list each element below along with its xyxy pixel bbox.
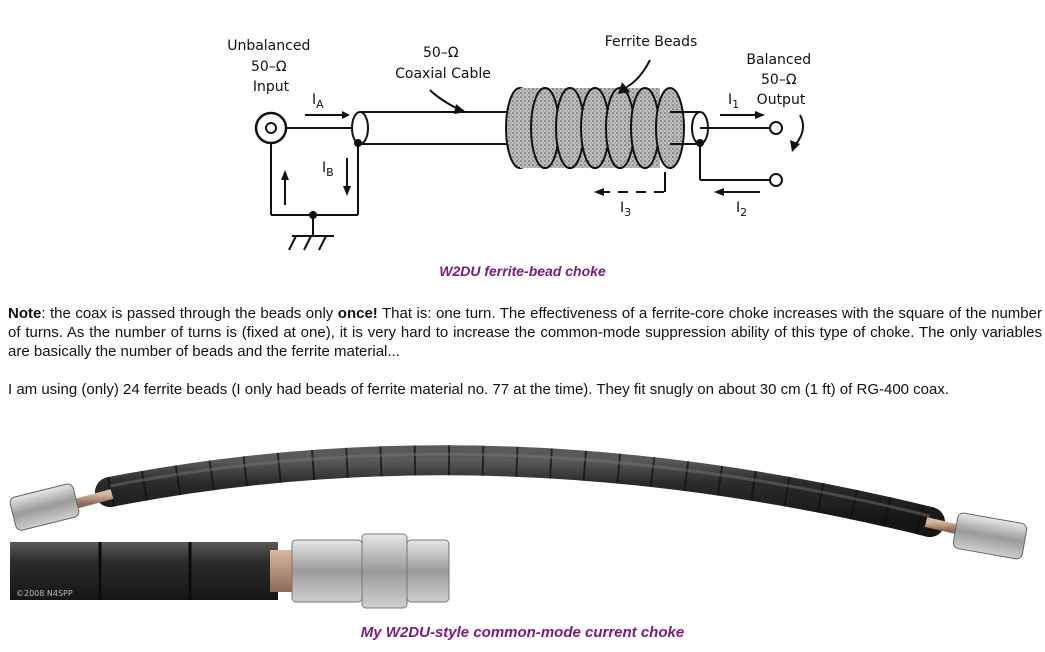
diagram-caption: W2DU ferrite-bead choke [439, 263, 606, 279]
ferrite-beads-label: Ferrite Beads [605, 34, 698, 50]
input-connector-inner [265, 122, 277, 134]
note-text-2: That is: one turn. The effectiveness of … [8, 305, 1042, 360]
ferrite-choke-diagram: IA IB [227, 34, 815, 251]
note-bold: once! [337, 305, 378, 322]
output-label: Balanced 50–Ω Output [746, 52, 815, 108]
input-connector-outer [254, 111, 288, 145]
beads-paragraph: I am using (only) 24 ferrite beads (I on… [8, 381, 950, 398]
ia-label: IA [312, 92, 324, 111]
note-lead: Note [8, 305, 42, 322]
i2-label: I2 [736, 200, 747, 219]
note-paragraph: Note: the coax is passed through the bea… [8, 304, 1042, 361]
note-text-1: : the coax is passed through the beads o… [41, 305, 338, 322]
ferrite-beads-group [505, 87, 685, 169]
photo-copyright: ©2008 N4SPP [16, 589, 73, 598]
coax-cable-label: 50–Ω Coaxial Cable [395, 45, 491, 82]
i1-label: I1 [728, 92, 739, 111]
i3-label: I3 [620, 200, 631, 219]
choke-photo: ©2008 N4SPP [9, 445, 1028, 609]
input-label: Unbalanced 50–Ω Input [227, 38, 315, 95]
ib-label: IB [322, 160, 334, 179]
photo-caption: My W2DU-style common-mode current choke [360, 624, 685, 641]
